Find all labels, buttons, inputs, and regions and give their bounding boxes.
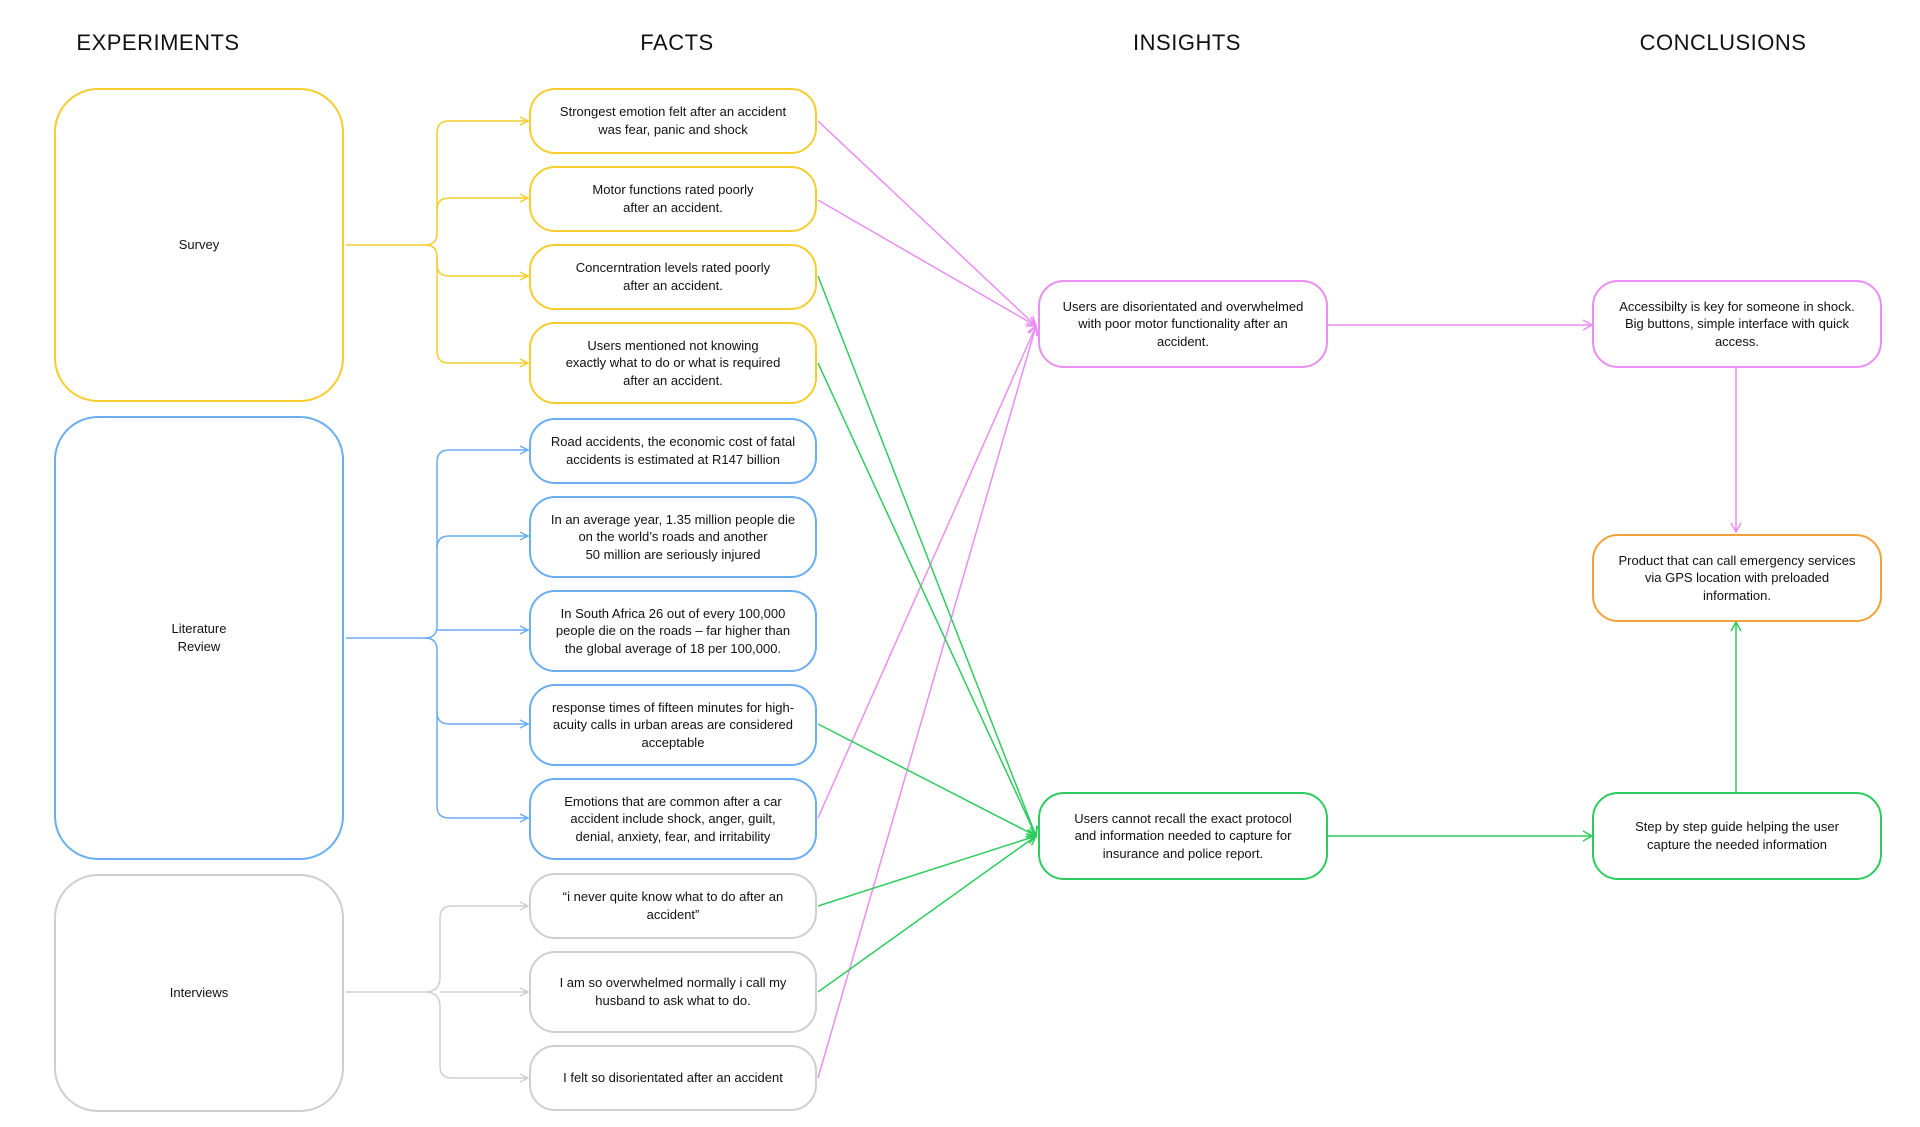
insight-disorientated: Users are disorientated and overwhelmed …	[1038, 280, 1328, 368]
survey-bracket	[346, 121, 528, 363]
pink-connectors	[817, 120, 1742, 1079]
fact-global-deaths: In an average year, 1.35 million people …	[529, 496, 817, 578]
fact-concentration-levels: Concerntration levels rated poorly after…	[529, 244, 817, 310]
fact-response-times: response times of fifteen minutes for hi…	[529, 684, 817, 766]
quote-never-know: “i never quite know what to do after an …	[529, 873, 817, 939]
quote-call-husband: I am so overwhelmed normally i call my h…	[529, 951, 817, 1033]
green-connectors	[817, 275, 1742, 993]
column-title-facts: FACTS	[640, 30, 714, 55]
column-title-conclusions: CONCLUSIONS	[1639, 30, 1807, 55]
fact-common-emotions: Emotions that are common after a car acc…	[529, 778, 817, 860]
experiment-survey: Survey	[54, 88, 344, 402]
fact-south-africa-deaths: In South Africa 26 out of every 100,000 …	[529, 590, 817, 672]
fact-strongest-emotion: Strongest emotion felt after an accident…	[529, 88, 817, 154]
column-title-experiments: EXPERIMENTS	[76, 30, 240, 55]
fact-not-knowing: Users mentioned not knowing exactly what…	[529, 322, 817, 404]
experiment-literature-review: Literature Review	[54, 416, 344, 860]
experiment-interviews: Interviews	[54, 874, 344, 1112]
conclusion-step-guide: Step by step guide helping the user capt…	[1592, 792, 1882, 880]
conclusion-emergency-product: Product that can call emergency services…	[1592, 534, 1882, 622]
column-title-insights: INSIGHTS	[1133, 30, 1241, 55]
quote-disorientated: I felt so disorientated after an acciden…	[529, 1045, 817, 1111]
conclusion-accessibility: Accessibilty is key for someone in shock…	[1592, 280, 1882, 368]
fact-economic-cost: Road accidents, the economic cost of fat…	[529, 418, 817, 484]
insight-cannot-recall: Users cannot recall the exact protocol a…	[1038, 792, 1328, 880]
interviews-bracket	[346, 906, 528, 1078]
fact-motor-functions: Motor functions rated poorly after an ac…	[529, 166, 817, 232]
literature-bracket	[346, 450, 528, 818]
